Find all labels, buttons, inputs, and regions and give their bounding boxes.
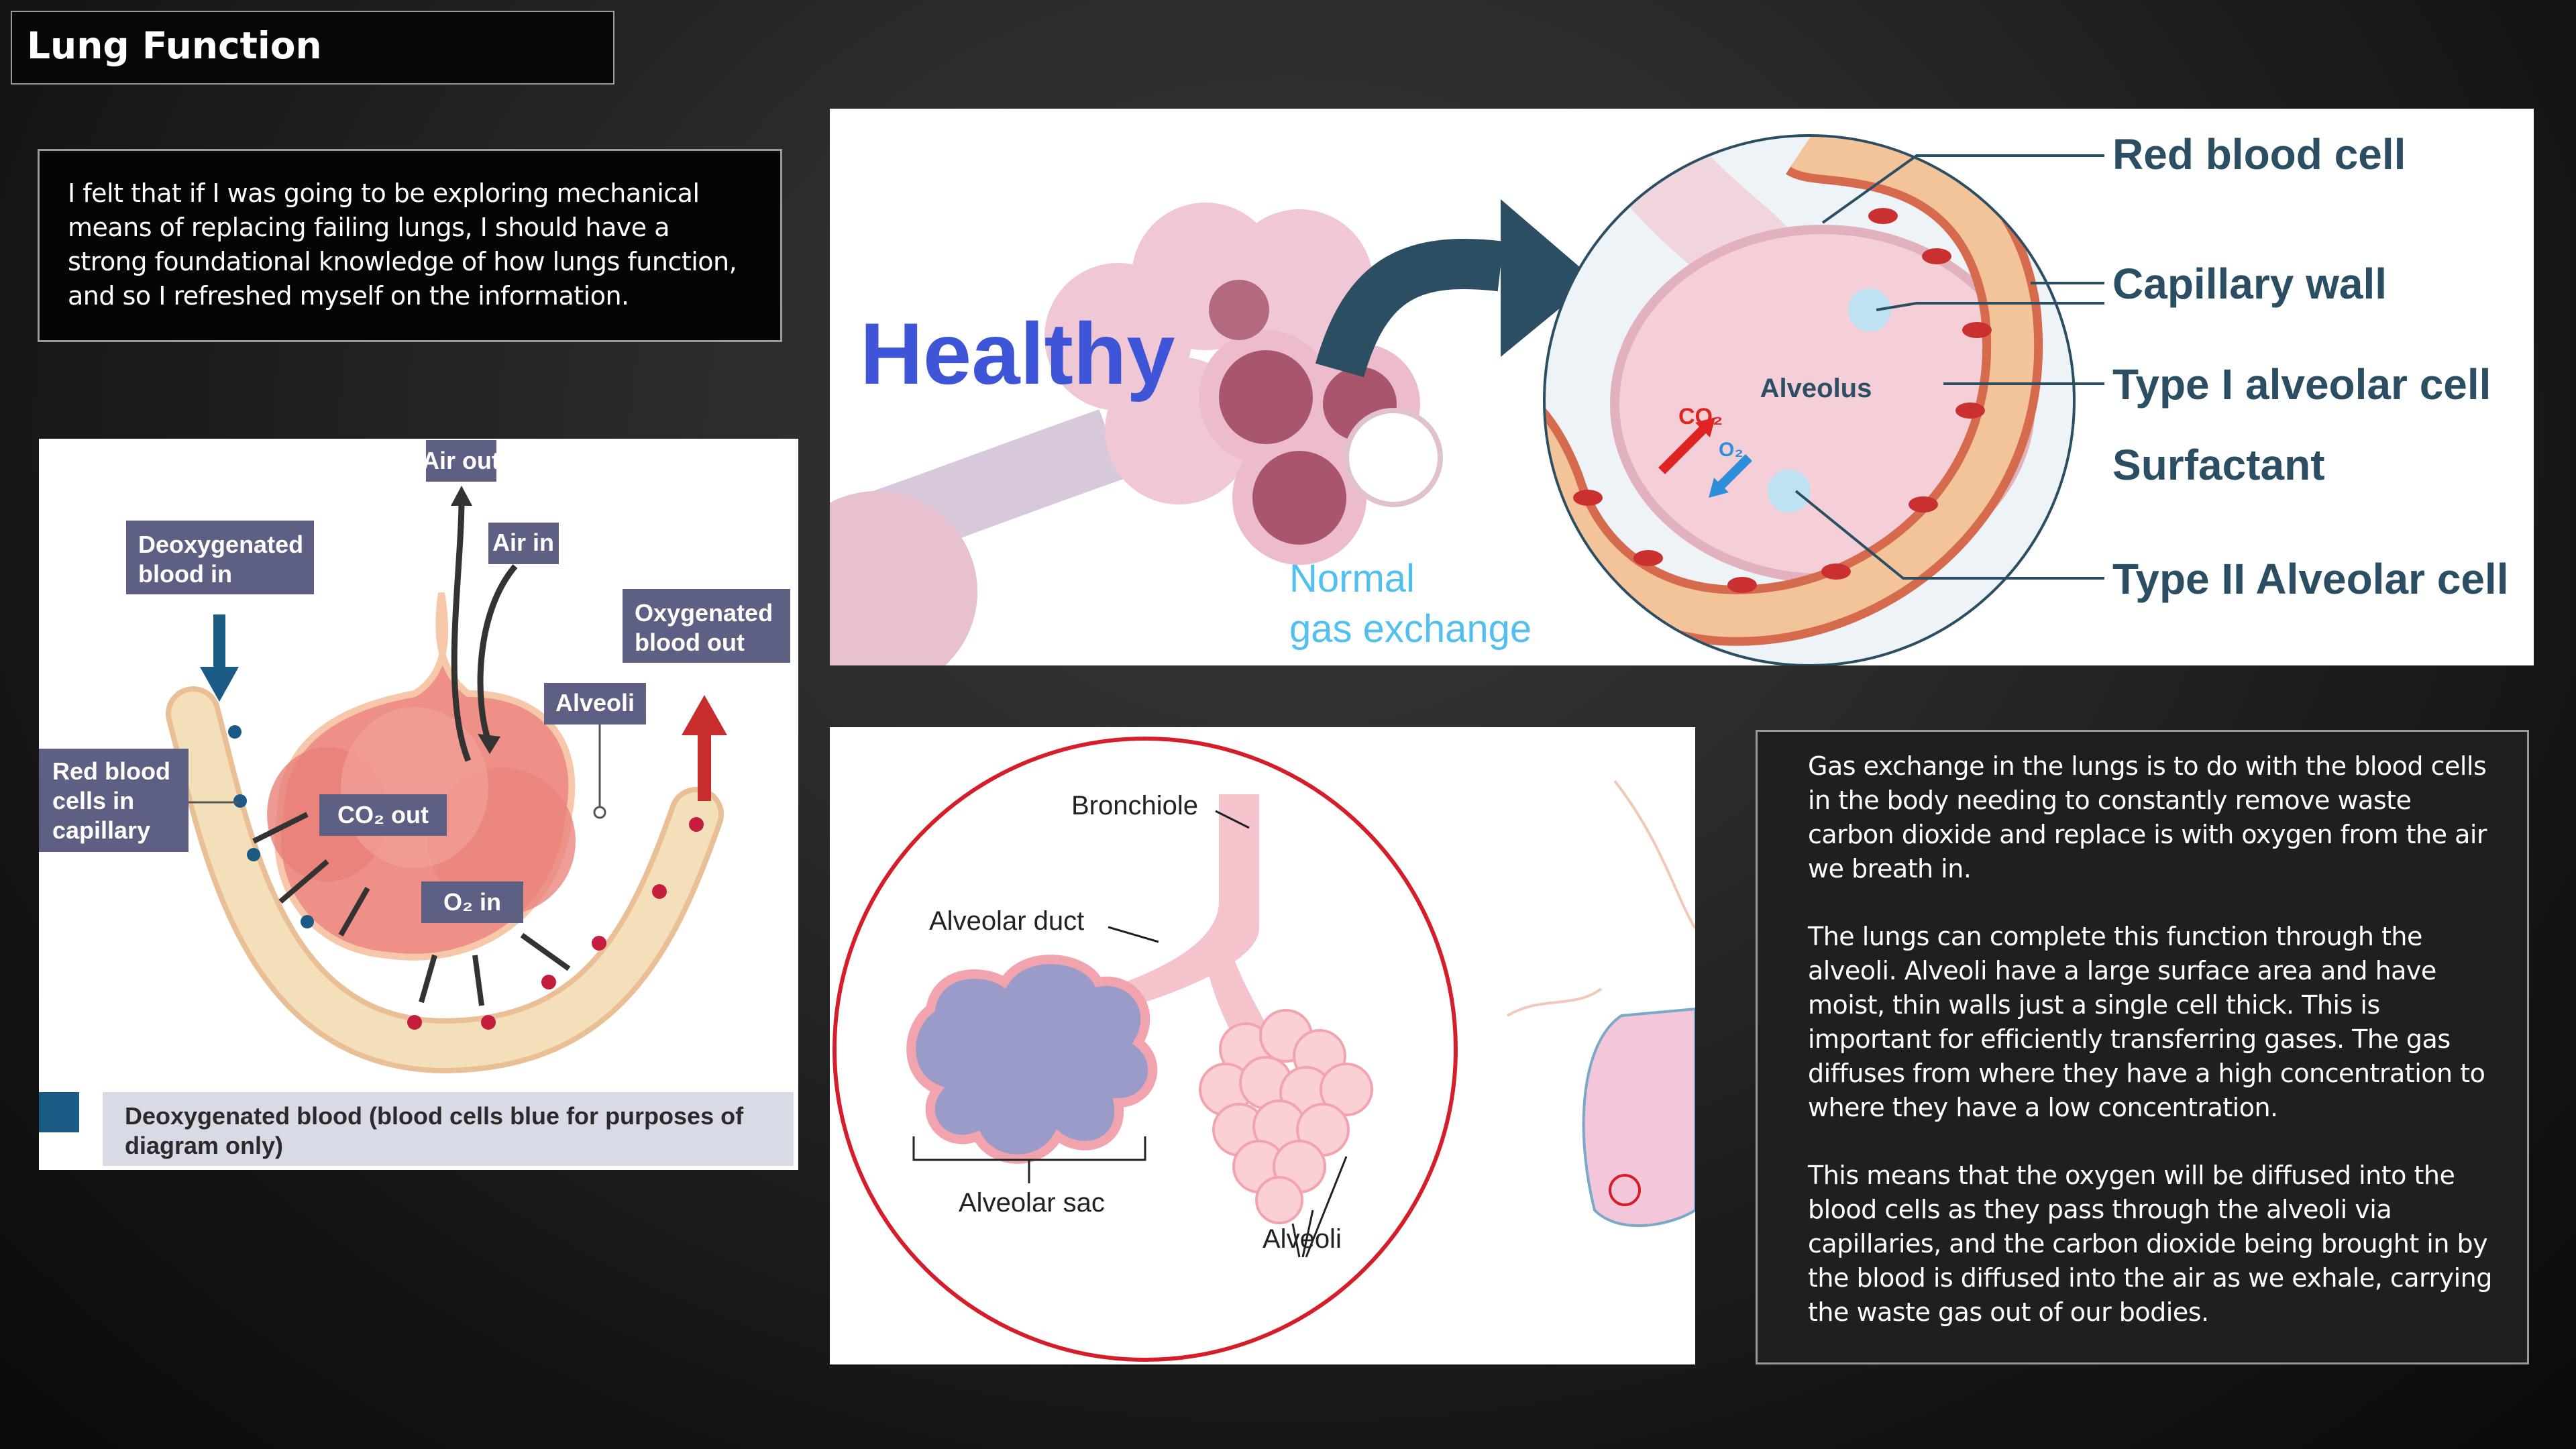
info-paragraph-1: Gas exchange in the lungs is to do with … (1808, 751, 2487, 883)
label-rbc-3: capillary (52, 816, 150, 844)
info-box: Gas exchange in the lungs is to do with … (1756, 730, 2529, 1364)
label-deoxy-in-2: blood in (138, 560, 232, 588)
alveolar-sac-diagram: Bronchiole Alveolar duct Alveolar sac Al… (830, 727, 1695, 1364)
label-type-i-cell: Type I alveolar cell (2112, 360, 2491, 409)
page-title: Lung Function (27, 24, 322, 67)
label-oxy-out-2: blood out (635, 629, 745, 656)
alveolar-sac-shape (906, 955, 1158, 1164)
label-red-blood-cell: Red blood cell (2112, 130, 2406, 178)
intro-text: I felt that if I was going to be explori… (68, 178, 737, 311)
normal-label-1: Normal (1289, 557, 1415, 600)
label-capillary-wall: Capillary wall (2112, 260, 2387, 308)
alveoli-grapes (1199, 1009, 1373, 1224)
alveoli-cluster-illustration (1044, 203, 1443, 565)
label-surfactant: Surfactant (2112, 441, 2325, 489)
title-box (11, 11, 614, 85)
legend-line-2: diagram only) (125, 1132, 283, 1159)
info-paragraph-3: This means that the oxygen will be diffu… (1808, 1161, 2492, 1327)
label-air-in: Air in (492, 529, 554, 556)
zoom-arrow (1315, 239, 1504, 378)
blood-in-arrow (200, 667, 239, 702)
alveolus-label: Alveolus (1760, 374, 1872, 403)
label-alveoli-sac: Alveoli (1263, 1224, 1342, 1254)
healthy-alveolus-svg: Healthy Normal gas exchange (830, 130, 2508, 665)
co2-label: CO₂ (1678, 404, 1723, 429)
label-air-out: Air out (422, 447, 500, 474)
label-o2-in: O₂ in (443, 888, 501, 916)
gas-exchange-diagram: Air out Air in Deoxygenated blood in Oxy… (39, 439, 798, 1170)
healthy-alveolus-diagram: Healthy Normal gas exchange (830, 109, 2534, 665)
label-alveolar-sac: Alveolar sac (959, 1188, 1105, 1218)
intro-box: I felt that if I was going to be explori… (38, 149, 782, 342)
gas-exchange-diagram-svg: Air out Air in Deoxygenated blood in Oxy… (39, 440, 794, 1166)
label-co2-out: CO₂ out (337, 801, 429, 828)
o2-label: O₂ (1719, 439, 1743, 461)
label-bronchiole: Bronchiole (1071, 791, 1198, 820)
label-alveoli: Alveoli (555, 689, 635, 716)
alveolar-sac-svg: Bronchiole Alveolar duct Alveolar sac Al… (833, 737, 1695, 1362)
legend-line-1: Deoxygenated blood (blood cells blue for… (125, 1102, 744, 1130)
label-type-ii-cell: Type II Alveolar cell (2112, 555, 2508, 603)
label-rbc-1: Red blood (52, 757, 170, 785)
label-alveolar-duct: Alveolar duct (929, 906, 1084, 936)
label-deoxy-in-1: Deoxygenated (138, 531, 303, 558)
normal-label-2: gas exchange (1289, 607, 1532, 651)
blood-out-arrow (682, 695, 727, 735)
label-rbc-2: cells in (52, 787, 134, 814)
lung-illustration (1582, 1007, 1695, 1228)
label-oxy-out-1: Oxygenated (635, 599, 773, 627)
air-in-arrow (477, 564, 518, 742)
air-out-arrow (451, 498, 472, 762)
info-paragraph-2: The lungs can complete this function thr… (1808, 922, 2485, 1122)
healthy-label: Healthy (860, 305, 1175, 402)
